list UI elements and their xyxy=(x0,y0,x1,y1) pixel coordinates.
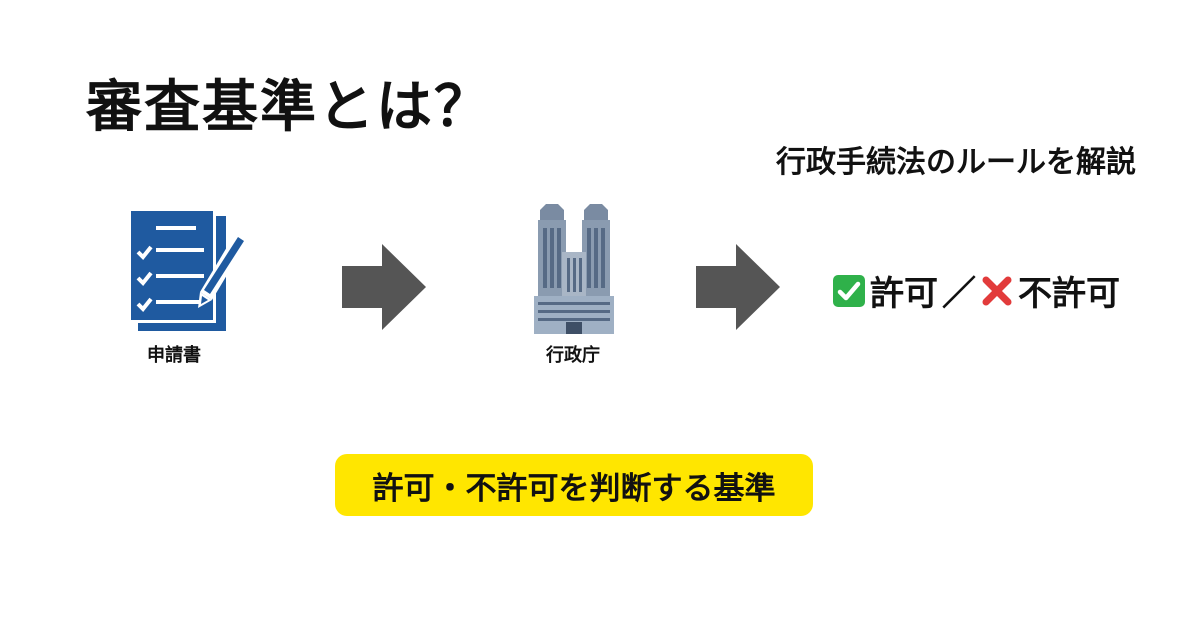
arrow-right-icon xyxy=(342,244,426,334)
result-separator: ／ xyxy=(942,274,976,314)
criteria-banner: 許可・不許可を判断する基準 xyxy=(335,454,813,516)
check-mark-icon xyxy=(832,274,866,308)
flow-label-authority: 行政庁 xyxy=(546,345,600,366)
criteria-banner-text: 許可・不許可を判断する基準 xyxy=(372,470,776,507)
result-deny-label: 不許可 xyxy=(1018,274,1120,314)
arrow-right-icon xyxy=(696,244,780,334)
document-pen-icon xyxy=(124,206,254,334)
page-subtitle: 行政手続法のルールを解説 xyxy=(776,145,1136,180)
page-title: 審査基準とは？ xyxy=(86,75,492,140)
decision-result: 許可 ／ 不許可 xyxy=(832,266,1120,315)
cross-mark-icon xyxy=(980,274,1014,308)
flow-label-application: 申請書 xyxy=(147,345,201,366)
result-allow-label: 許可 xyxy=(870,274,938,314)
government-building-icon xyxy=(532,200,616,334)
